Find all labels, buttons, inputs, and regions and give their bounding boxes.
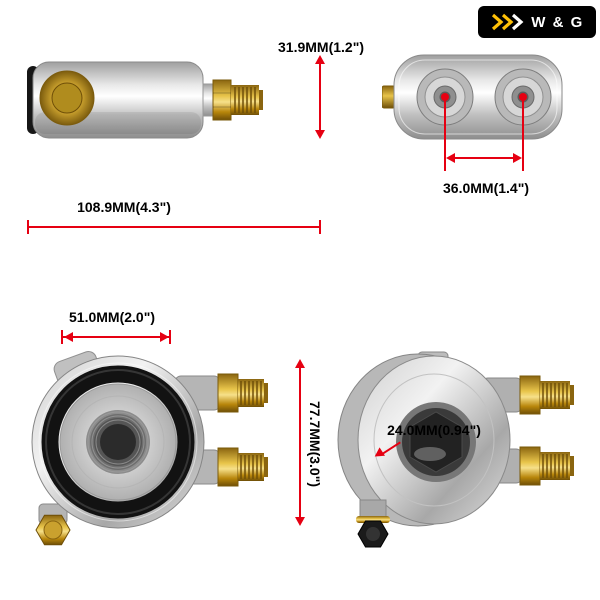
left-end-tick xyxy=(61,330,63,344)
adapter-angled-view xyxy=(337,351,574,548)
left-port-center-dot xyxy=(441,93,449,101)
face-diameter-label: 51.0MM(2.0") xyxy=(69,309,155,325)
adapter-side-view xyxy=(27,61,263,139)
arrowhead-up-icon xyxy=(315,55,325,64)
center-hole-label: 24.0MM(0.94") xyxy=(387,422,481,438)
overall-width-dimension-line xyxy=(29,226,320,228)
brand-name: W & G xyxy=(531,13,584,31)
right-end-tick xyxy=(169,330,171,344)
brand-badge: W & G xyxy=(478,6,596,38)
arrowhead-right-icon xyxy=(160,332,169,342)
arrowhead-right-icon xyxy=(513,153,522,163)
port-spacing-label: 36.0MM(1.4") xyxy=(443,180,529,196)
arrowhead-down-icon xyxy=(315,130,325,139)
right-port-center-dot xyxy=(519,93,527,101)
adapter-front-view xyxy=(31,351,268,546)
arrowhead-left-icon xyxy=(446,153,455,163)
thickness-dimension-line xyxy=(319,61,321,133)
triple-chevron-right-icon xyxy=(492,13,524,31)
face-diameter-dimension-line xyxy=(63,336,170,338)
overall-width-label: 108.9MM(4.3") xyxy=(77,199,171,215)
body-height-dimension-line xyxy=(299,366,301,519)
arrowhead-down-icon xyxy=(295,517,305,526)
arrowhead-up-icon xyxy=(295,359,305,368)
adapter-top-view xyxy=(382,54,563,140)
right-end-tick xyxy=(319,220,321,234)
right-port-extension-line xyxy=(522,97,524,171)
left-end-tick xyxy=(27,220,29,234)
left-port-extension-line xyxy=(444,97,446,171)
port-spacing-dimension-line xyxy=(452,157,516,159)
body-height-label: 77.7MM(3.0") xyxy=(307,401,323,487)
thickness-label: 31.9MM(1.2") xyxy=(278,39,364,55)
